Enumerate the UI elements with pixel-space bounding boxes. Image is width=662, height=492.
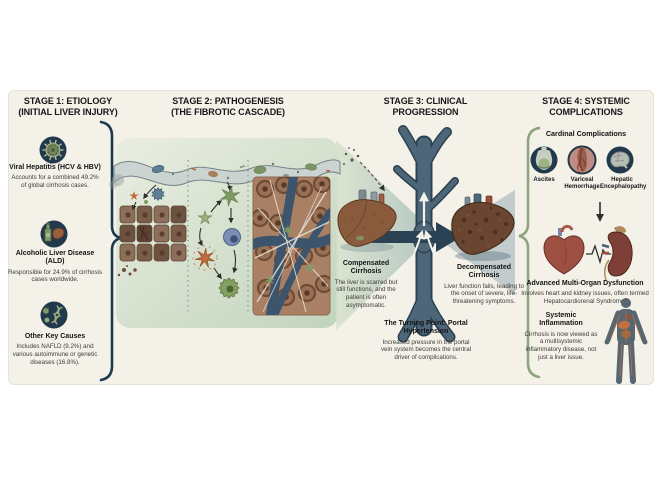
human-body-icon — [600, 296, 652, 386]
ascites-label: Ascites — [533, 177, 555, 183]
activated-stellate-cell — [219, 185, 241, 207]
cell-debris — [117, 265, 137, 277]
etiology-item-other: Other Key Causes Includes NAFLD (9.2%) a… — [8, 333, 102, 366]
dna-genetics-icon — [40, 301, 68, 329]
other-key-causes-desc: Includes NAFLD (9.2%) and various autoim… — [12, 343, 98, 366]
hepatic-encephalopathy-label: Hepatic Encephalopathy — [600, 177, 647, 190]
etiology-item-alcohol: Alcoholic Liver Disease (ALD) Responsibl… — [8, 250, 102, 284]
turning-point-desc: Increased pressure in the portal vein sy… — [380, 338, 472, 361]
variceal-hemorrhage-label: Variceal Hemorrhage — [564, 177, 600, 190]
etiology-item-viral: Viral Hepatitis (HCV & HBV) Accounts for… — [8, 164, 102, 190]
stage4-header: STAGE 4: SYSTEMIC COMPLICATIONS — [520, 96, 652, 118]
decompensated-block: Decompensated Cirrhosis Liver function f… — [444, 264, 524, 306]
turning-point-block: The Turning Point: Portal Hypertension I… — [376, 320, 476, 362]
hepatocyte-grid — [119, 205, 187, 262]
cirrhosis-infographic-panel: STAGE 1: ETIOLOGY (INITIAL LIVER INJURY)… — [8, 90, 654, 385]
stage4-subtitle: COMPLICATIONS — [549, 106, 623, 117]
stage1-title: STAGE 1: ETIOLOGY — [23, 96, 113, 106]
decompensated-liver — [451, 193, 515, 261]
stellate-cell-cascade — [192, 185, 243, 302]
variceal-hemorrhage-icon — [567, 145, 597, 175]
inflammatory-cell — [194, 247, 215, 268]
multiorgan-desc: Involves heart and kidney issues, often … — [521, 290, 649, 305]
compensated-block: Compensated Cirrhosis The liver is scarr… — [330, 260, 402, 309]
virus-icon — [39, 136, 67, 164]
down-arrow-icon — [594, 200, 606, 224]
ascites-icon — [530, 146, 558, 174]
heart-shape — [543, 235, 585, 275]
translocation-specks — [343, 147, 360, 165]
multiorgan-block: Advanced Multi-Organ Dysfunction Involve… — [516, 280, 654, 306]
brain-icon — [606, 146, 634, 174]
stage1-header: STAGE 1: ETIOLOGY (INITIAL LIVER INJURY) — [12, 96, 124, 118]
heart-kidney-icon — [534, 220, 644, 282]
stage2-title: STAGE 2: PATHOGENESIS — [172, 96, 284, 106]
inflammation-label: Systemic Inflammation — [539, 312, 583, 328]
stage4-brace — [518, 126, 541, 379]
turning-point-label: The Turning Point: Portal Hypertension — [384, 320, 468, 336]
stage1-subtitle: (INITIAL LIVER INJURY) — [18, 106, 118, 117]
inflammatory-signal-cell — [129, 191, 139, 200]
multiorgan-label: Advanced Multi-Organ Dysfunction — [526, 280, 644, 287]
stage3-header: STAGE 3: CLINICAL PROGRESSION — [353, 96, 498, 118]
decompensated-cirrhosis-label: Decompensated Cirrhosis — [456, 264, 512, 280]
fibrotic-tissue — [252, 176, 331, 316]
stage4-title: STAGE 4: SYSTEMIC — [542, 96, 630, 106]
compensated-cirrhosis-label: Compensated Cirrhosis — [342, 260, 390, 276]
stage2-header: STAGE 2: PATHOGENESIS (THE FIBROTIC CASC… — [138, 96, 318, 118]
stage2-subtitle: (THE FIBROTIC CASCADE) — [171, 106, 285, 117]
inflammation-desc: Cirrhosis is now viewed as a multisystem… — [524, 330, 598, 361]
collagen-strands — [254, 179, 330, 313]
fibrous-septa-band — [253, 233, 330, 250]
quiescent-stellate-cell — [197, 209, 213, 225]
compensated-liver — [337, 189, 397, 252]
translocation-arrow — [359, 161, 385, 192]
immune-cell — [151, 186, 165, 202]
cardinal-complications-heading: Cardinal Complications — [545, 129, 627, 138]
viral-hepatitis-label: Viral Hepatitis (HCV & HBV) — [9, 164, 101, 171]
inflammation-block: Systemic Inflammation Cirrhosis is now v… — [522, 312, 600, 361]
stage3-title: STAGE 3: CLINICAL — [383, 96, 468, 106]
decompensated-cirrhosis-desc: Liver function fails, leading to the ons… — [444, 282, 524, 305]
alcoholic-liver-disease-desc: Responsible for 24.9% of cirrhosis cases… — [8, 268, 102, 284]
other-key-causes-label: Other Key Causes — [24, 333, 86, 340]
viral-hepatitis-desc: Accounts for a combined 49.2% of global … — [11, 174, 99, 189]
alcoholic-liver-disease-label: Alcoholic Liver Disease (ALD) — [15, 250, 95, 266]
kidney-shape — [607, 231, 633, 277]
pressure-arrows — [410, 191, 438, 263]
compensated-cirrhosis-desc: The liver is scarred but still functions… — [334, 278, 398, 309]
stage3-subtitle: PROGRESSION — [392, 106, 459, 117]
alcohol-liver-icon — [40, 220, 68, 248]
illustration-layer — [99, 120, 541, 382]
